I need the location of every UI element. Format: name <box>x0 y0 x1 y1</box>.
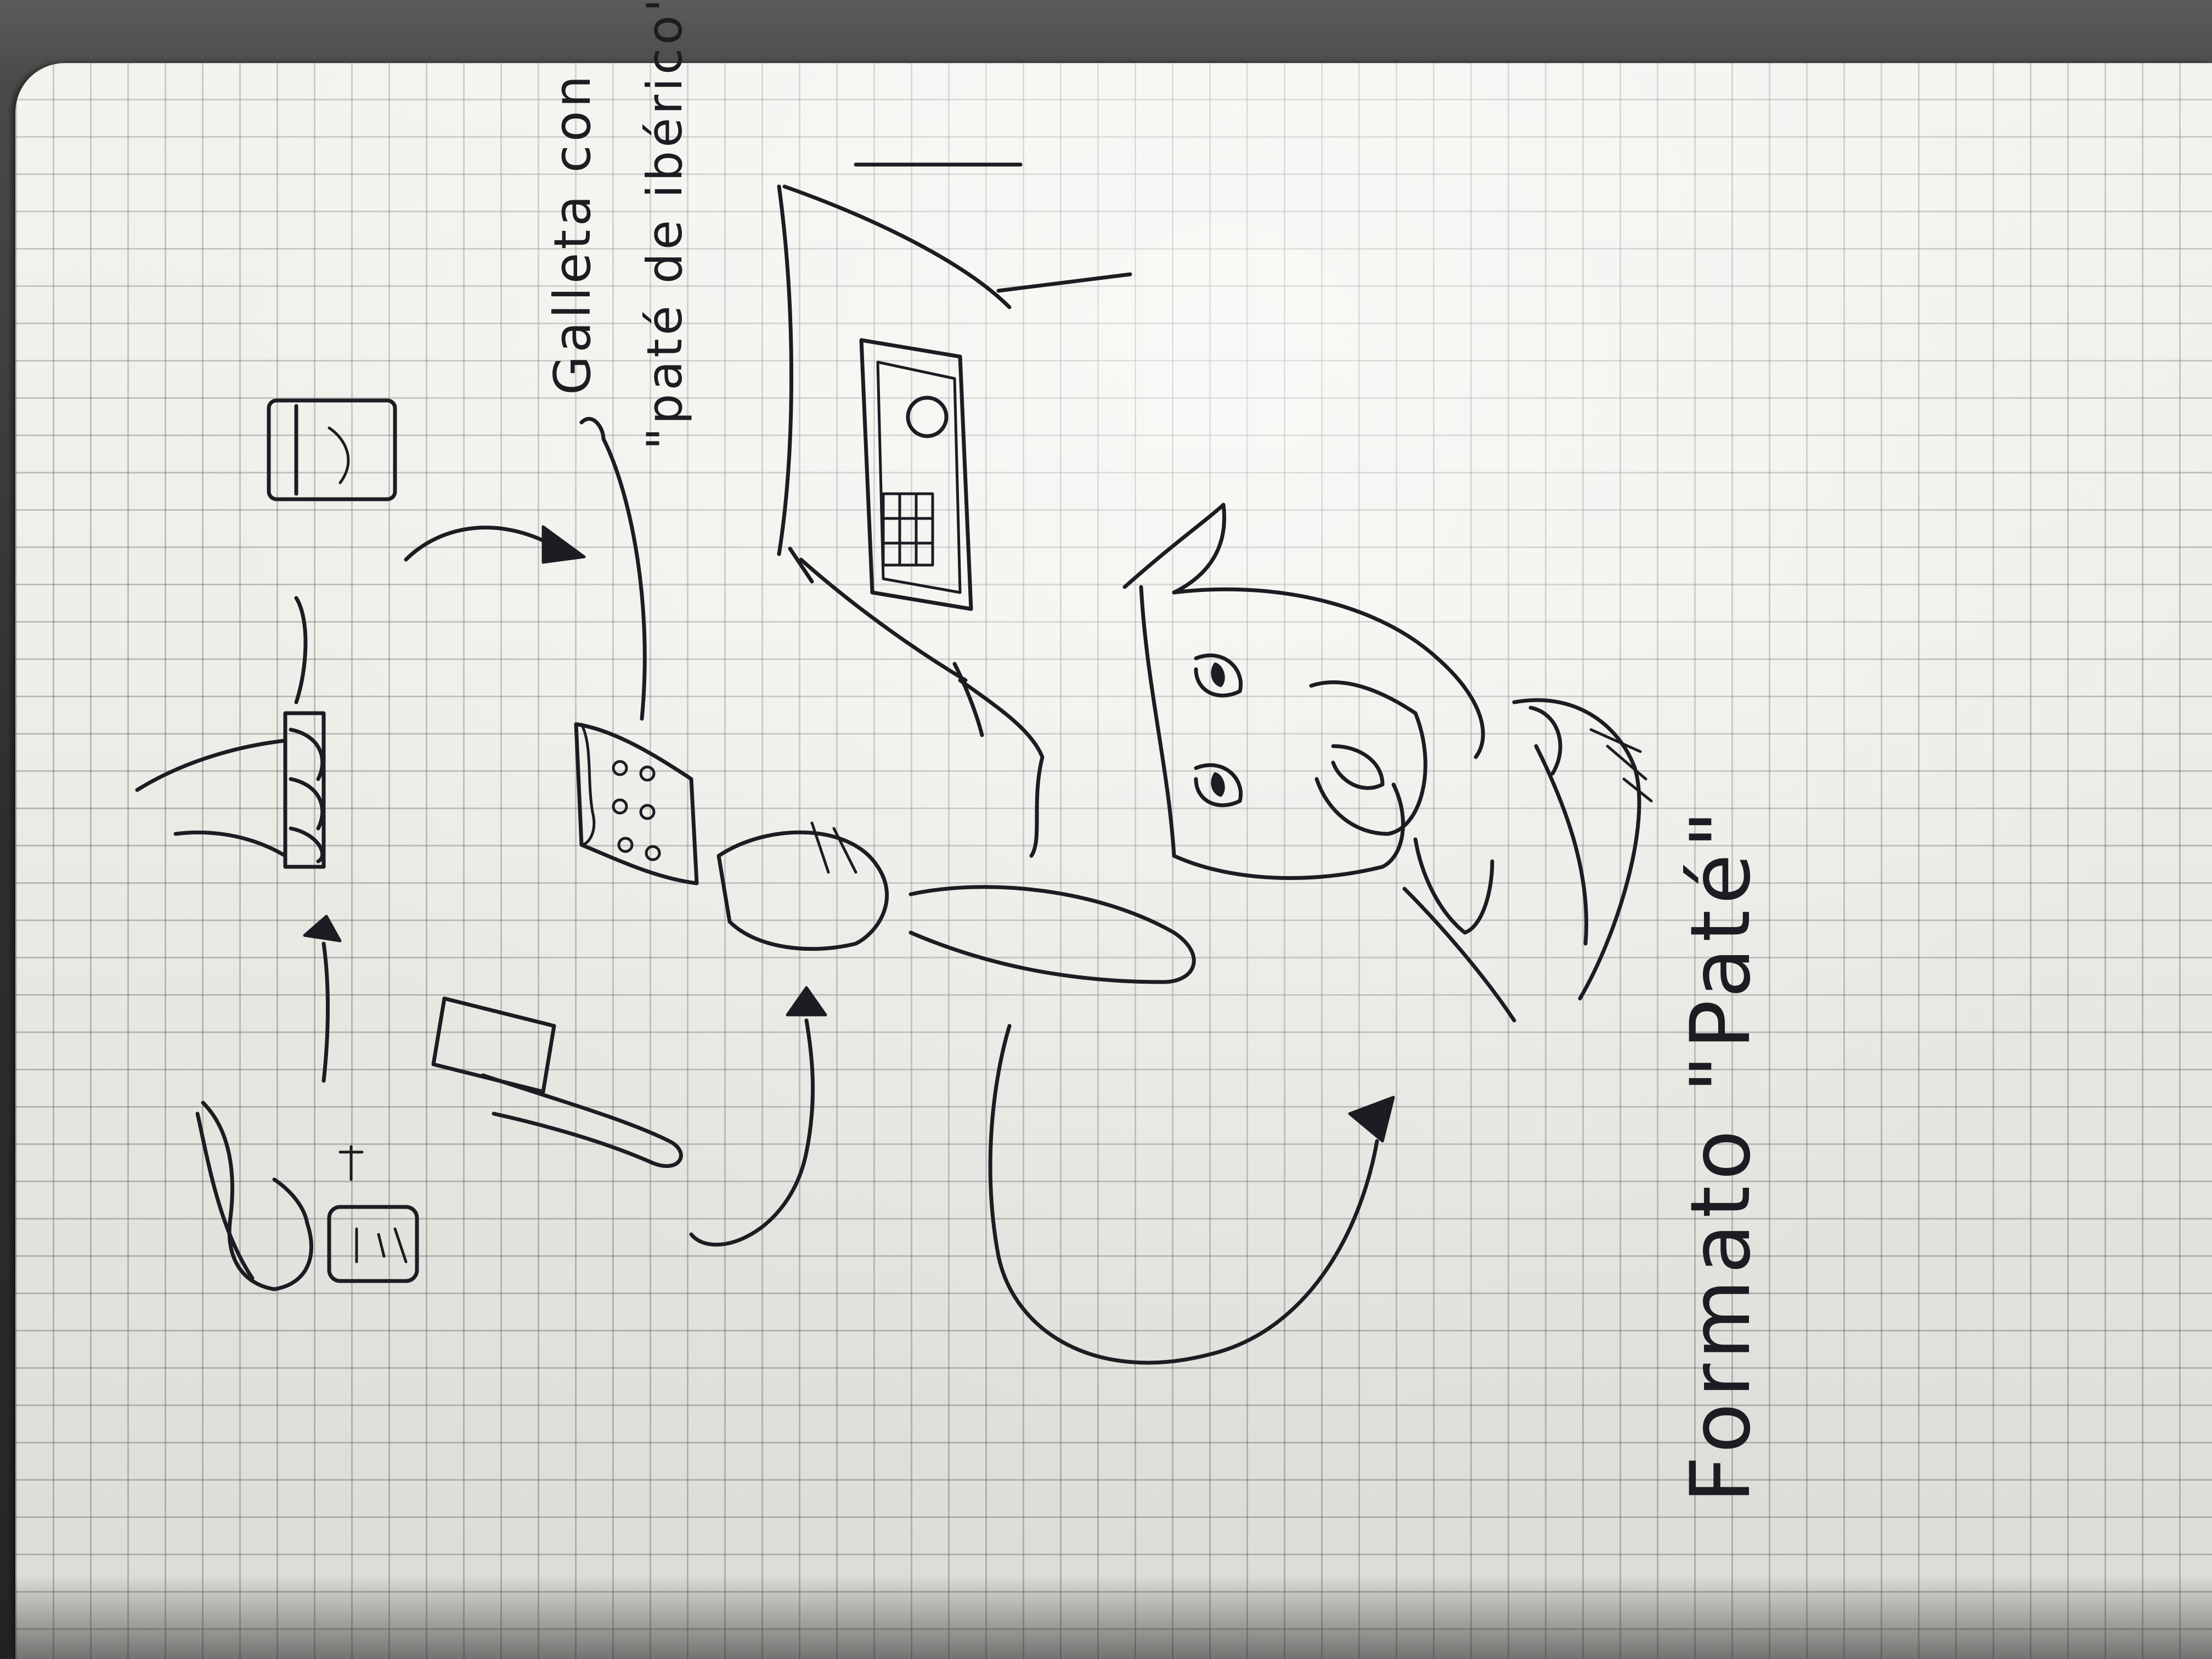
caption-galleta-con: Galleta con <box>543 72 602 395</box>
dog-body-sketch <box>1413 698 1653 1001</box>
arrow-to-person <box>689 986 827 1247</box>
dog-face-sketch <box>1122 503 1562 1023</box>
knife-sketch <box>431 996 683 1168</box>
arrow-from-caption <box>579 417 647 721</box>
caption-formato-pate: Formato "Paté" <box>1673 805 1769 1503</box>
screen-frame-sketch <box>777 162 1132 682</box>
arrow-up-left <box>303 915 342 1083</box>
grid-notebook-page <box>15 63 2212 1659</box>
pate-jar-sketch <box>267 398 397 501</box>
page-bottom-shadow <box>0 1575 2212 1659</box>
cracker-with-pate-sketch <box>574 722 699 885</box>
smartphone-sketch <box>859 338 973 611</box>
arrow-to-cracker <box>404 525 586 564</box>
hand-holding-spreader-sketch <box>135 596 326 869</box>
hand-holding-can-sketch <box>195 1101 419 1291</box>
caption-pate-de-iberico: "paté de ibérico" <box>636 0 693 450</box>
arrow-dog-to-person-loop <box>988 1024 1395 1365</box>
person-hand-eating-sketch <box>716 662 1196 984</box>
